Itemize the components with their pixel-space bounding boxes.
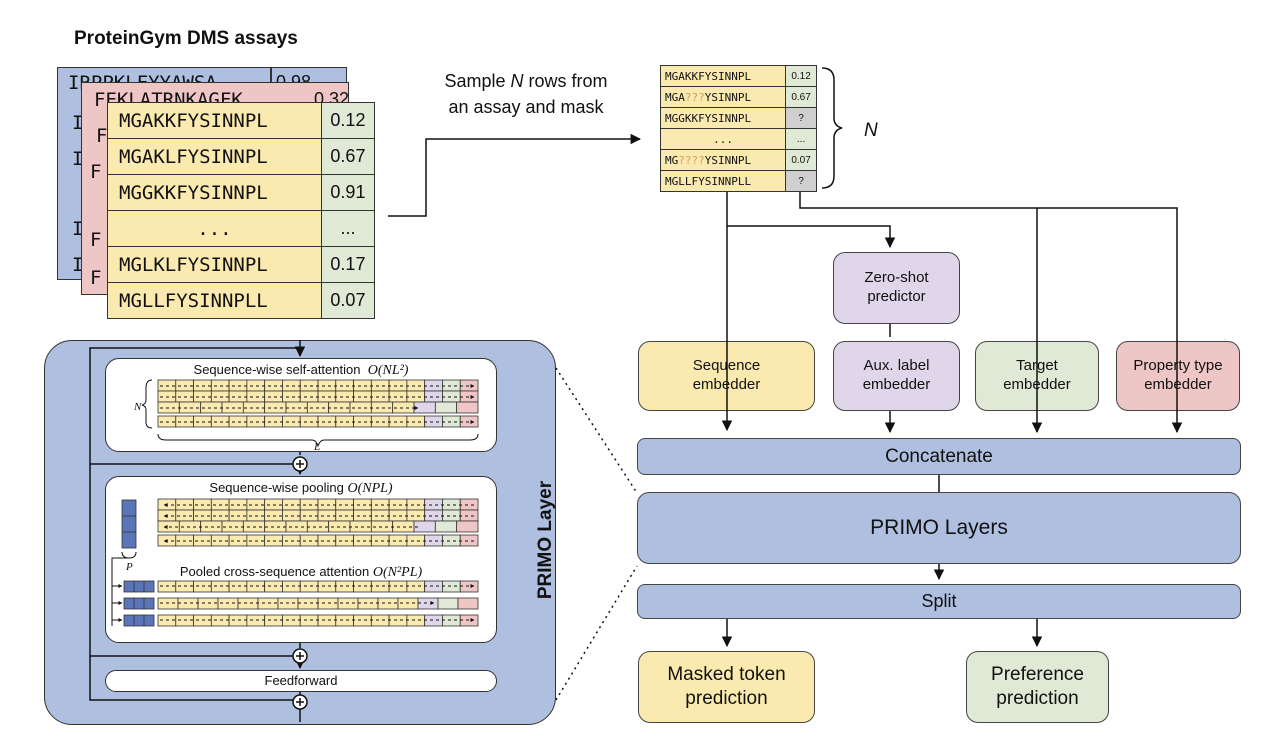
cross-attention-label: Pooled cross-sequence attention O(N²PL) bbox=[179, 564, 423, 580]
assay-sequence: MGAKLFYSINNPL bbox=[107, 138, 322, 175]
blue-card-divider bbox=[270, 68, 272, 88]
assay-value: ... bbox=[320, 210, 376, 247]
assay-row: ...... bbox=[107, 210, 376, 247]
assay-value: 0.07 bbox=[320, 282, 376, 319]
primo-layer-side-label: PRIMO Layer bbox=[535, 480, 556, 600]
blue-card-letter: I bbox=[72, 254, 84, 276]
split-block: Split bbox=[637, 584, 1241, 619]
sampled-value: 0.67 bbox=[785, 86, 817, 108]
pink-card-letter: F bbox=[90, 161, 102, 183]
zoom-line bbox=[555, 565, 638, 701]
self-attention-label: Sequence-wise self-attention O(NL²) bbox=[193, 362, 409, 378]
sampled-value: 0.07 bbox=[785, 149, 817, 171]
feedforward-block: Feedforward bbox=[105, 670, 497, 692]
sampled-sequence: MGA???YSINNPL bbox=[659, 86, 787, 108]
assay-sequence: MGAKKFYSINNPL bbox=[107, 102, 322, 139]
sampled-sequence: ... bbox=[659, 128, 787, 150]
assays-title: ProteinGym DMS assays bbox=[74, 28, 298, 49]
sampled-row: ...... bbox=[659, 128, 817, 150]
pink-card-letter: F bbox=[90, 267, 102, 289]
blue-card-letter: I bbox=[72, 218, 84, 240]
pink-card-letter: F bbox=[96, 125, 108, 147]
n-brace-label: N bbox=[864, 120, 878, 141]
sampled-sequence: MGLLFYSINNPLL bbox=[659, 170, 787, 192]
sample-instruction-line1: Sample N rows from bbox=[444, 71, 608, 91]
sampled-value: ? bbox=[785, 107, 817, 129]
sampled-value: ... bbox=[785, 128, 817, 150]
assay-value: 0.67 bbox=[320, 138, 376, 175]
pooling-label: Sequence-wise pooling O(NPL) bbox=[209, 480, 393, 496]
zoom-line bbox=[555, 367, 638, 494]
pooling-box bbox=[105, 476, 497, 643]
sampled-sequence: MG????YSINNPL bbox=[659, 149, 787, 171]
assay-sequence: MGLLFYSINNPLL bbox=[107, 282, 322, 319]
assay-sequence: ... bbox=[107, 210, 322, 247]
assay-value: 0.12 bbox=[320, 102, 376, 139]
primo-layers-block: PRIMO Layers bbox=[637, 492, 1241, 564]
sampled-row: MGLLFYSINNPLL? bbox=[659, 170, 817, 192]
sampled-sequence: MGGKKFYSINNPL bbox=[659, 107, 787, 129]
concatenate-block: Concatenate bbox=[637, 438, 1241, 475]
sampled-row: MGGKKFYSINNPL? bbox=[659, 107, 817, 129]
to-zero-shot bbox=[727, 225, 896, 249]
sample-arrow bbox=[388, 133, 642, 217]
blue-card-letter: I bbox=[72, 148, 84, 170]
sampled-value: 0.12 bbox=[785, 65, 817, 87]
sample-instruction-line2: an assay and mask bbox=[448, 97, 604, 117]
sampled-value: ? bbox=[785, 170, 817, 192]
blue-card-letter: I bbox=[72, 112, 84, 134]
pink-card-letter: F bbox=[90, 229, 102, 251]
sample-instruction: Sample N rows from an assay and mask bbox=[426, 68, 626, 120]
assay-sequence: MGGKKFYSINNPL bbox=[107, 174, 322, 211]
sampled-sequence: MGAKKFYSINNPL bbox=[659, 65, 787, 87]
assay-value: 0.17 bbox=[320, 246, 376, 283]
assay-sequence: MGLKLFYSINNPL bbox=[107, 246, 322, 283]
n-brace bbox=[821, 67, 843, 189]
assay-value: 0.91 bbox=[320, 174, 376, 211]
